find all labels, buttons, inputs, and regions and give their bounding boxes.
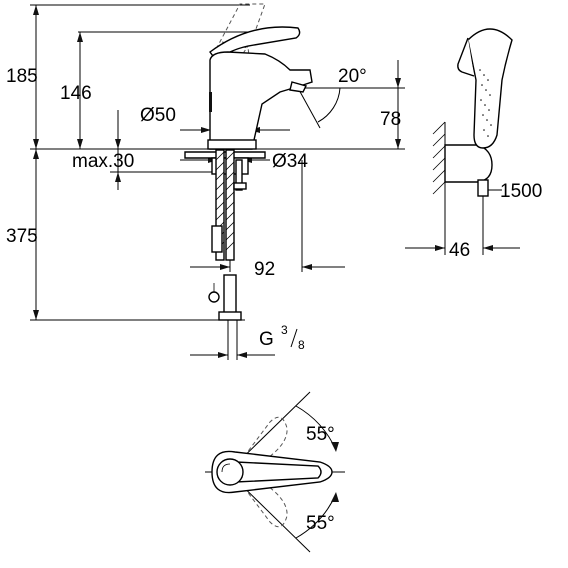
dim-g38-arrow-left — [218, 352, 228, 358]
dim-max30-arrow-bottom — [115, 172, 121, 182]
dim-1500-label: 1500 — [500, 181, 542, 202]
dim-angle-arc — [317, 87, 341, 123]
check-valve — [211, 225, 223, 253]
top-arc-lower-arrow — [331, 492, 339, 502]
dim-146-label: 146 — [60, 83, 92, 104]
dim-d50-arrow-left — [201, 127, 211, 133]
dim-angle-label: 20° — [338, 66, 367, 87]
dim-185-label: 185 — [6, 66, 38, 87]
top-arc-upper-arrow — [331, 442, 339, 452]
top-lever-ghost-upper — [239, 416, 288, 473]
dim-375-arrow-top — [33, 149, 39, 159]
dim-375-label: 375 — [6, 226, 38, 247]
dim-146-arrow-bottom — [77, 139, 83, 149]
dim-78-arrow-bottom — [395, 139, 401, 149]
threaded-rod — [235, 159, 243, 191]
dim-g38-den: 8 — [298, 338, 305, 352]
filter-ball — [208, 291, 220, 303]
top-cap — [216, 458, 244, 486]
top-lever-ghost-lower — [239, 471, 288, 528]
dim-g38-slash — [290, 328, 298, 348]
dim-146-arrow-top — [77, 32, 83, 42]
faucet-base — [207, 139, 257, 150]
deck-clamp — [184, 151, 266, 159]
dim-angle-line — [297, 87, 321, 129]
dim-185-arrow-top — [33, 5, 39, 15]
dim-46-arrow-right — [483, 245, 493, 251]
connector-base — [218, 311, 242, 321]
dim-78-arrow-top — [395, 78, 401, 88]
dim-d34-label: Ø34 — [272, 151, 308, 172]
dim-185-arrow-bottom — [33, 139, 39, 149]
dim-max30-arrow-top — [115, 139, 121, 149]
dim-max30-label: max.30 — [72, 151, 134, 172]
dim-92-arrow-right — [302, 264, 312, 270]
faucet-body — [209, 51, 313, 150]
dim-g38-num: 3 — [281, 323, 288, 337]
top-lever — [235, 461, 322, 483]
dim-d50-label: Ø50 — [140, 105, 176, 126]
shower-grip-dots — [479, 69, 492, 137]
dim-46-label: 46 — [449, 240, 470, 261]
dim-92-arrow-left — [220, 264, 230, 270]
dim-78-label: 78 — [380, 109, 401, 130]
shower-trigger — [457, 37, 475, 77]
dim-92-label: 92 — [254, 259, 275, 280]
dim-375-arrow-bottom — [33, 310, 39, 320]
wall-hatch — [432, 121, 446, 195]
hose-connector — [477, 179, 489, 197]
dim-55-top-label: 55° — [306, 424, 335, 445]
spout-outlet — [289, 81, 308, 93]
dim-g38-arrow-right — [237, 352, 247, 358]
dim-46-arrow-left — [435, 245, 445, 251]
dim-55-bottom-label: 55° — [306, 513, 335, 534]
rod-nut — [233, 182, 247, 190]
lower-connector — [223, 274, 237, 316]
shower-holder — [444, 144, 493, 183]
body-edge — [209, 92, 212, 112]
hand-shower — [467, 28, 513, 149]
top-cap-inner — [221, 463, 231, 473]
dim-g38-prefix: G — [259, 329, 274, 350]
